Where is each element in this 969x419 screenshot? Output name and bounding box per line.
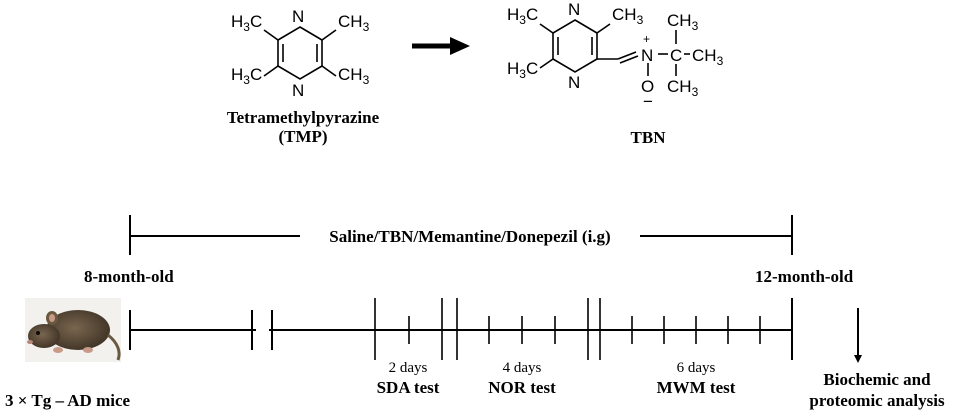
start-age-label: 8-month-old: [84, 267, 174, 286]
sda-test-label: SDA test: [377, 378, 440, 397]
tmp-bond-ul: [263, 29, 279, 41]
mwm-test-label: MWM test: [657, 378, 736, 397]
tbn-methyl-ul: H3C: [507, 5, 538, 27]
tmp-n-bottom: N: [292, 81, 304, 100]
end-age-label: 12-month-old: [755, 267, 854, 286]
tmp-name: Tetramethylpyrazine: [227, 108, 380, 127]
tbn-quaternary-c: C: [670, 46, 682, 65]
timeline-axis: [129, 298, 793, 360]
tbn-tbu-methyl-bottom: CH3: [667, 77, 699, 99]
tbn-minus-charge: −: [643, 92, 653, 111]
tmp-abbr: (TMP): [278, 127, 327, 146]
tbn-tbu-methyl-right: CH3: [692, 46, 724, 68]
mouse-photo: [25, 298, 121, 362]
treatment-label: Saline/TBN/Memantine/Donepezil (i.g): [329, 227, 610, 246]
subjects-label: 3 × Tg – AD mice: [5, 391, 131, 410]
tbn-plus-charge: +: [643, 32, 650, 46]
tmp-methyl-ul: H3C: [231, 12, 262, 34]
tbn-oxygen: O: [641, 77, 654, 96]
tbn-methyl-ll: H3C: [507, 59, 538, 81]
nor-test-label: NOR test: [488, 378, 556, 397]
tbn-structure: N N H3C CH3 H3C + N O − C CH3 CH3 CH3 TB…: [507, 0, 724, 147]
tmp-ring: [277, 26, 323, 80]
tmp-bond-lr: [321, 65, 337, 77]
final-step-line1: Biochemic and: [823, 370, 931, 389]
tmp-methyl-ll: H3C: [231, 65, 262, 87]
tmp-structure: N N H3C CH3 H3C CH3 Tetramethylpyrazine …: [227, 7, 380, 146]
tbn-nitrone-n: N: [641, 46, 653, 65]
tmp-n-top: N: [292, 7, 304, 26]
tbn-bond-ll: [539, 58, 554, 69]
tbn-bond-ul: [539, 23, 554, 34]
tmp-bond-ur: [321, 29, 337, 41]
tmp-methyl-lr: CH3: [338, 65, 370, 87]
treatment-span: Saline/TBN/Memantine/Donepezil (i.g): [129, 215, 793, 255]
tbn-ch-n-bond-2: [619, 55, 639, 64]
tbn-n-top: N: [568, 0, 580, 19]
final-step-line2: proteomic analysis: [809, 391, 945, 410]
tbn-ring: [552, 19, 598, 73]
tbn-tbu-methyl-top: CH3: [667, 11, 699, 33]
tbn-ch-n-bond-1: [617, 51, 637, 60]
tbn-methyl-ur: CH3: [612, 5, 644, 27]
tbn-n-bottom: N: [568, 73, 580, 92]
nor-duration: 4 days: [503, 360, 542, 376]
reaction-arrow: [412, 37, 470, 55]
axis-break-gap: [256, 305, 269, 355]
tbn-bond-ur: [596, 23, 611, 34]
tmp-bond-ll: [263, 65, 279, 77]
tmp-methyl-ur: CH3: [338, 12, 370, 34]
sda-duration: 2 days: [389, 360, 428, 376]
tbn-name: TBN: [631, 128, 667, 147]
mwm-duration: 6 days: [677, 360, 716, 376]
